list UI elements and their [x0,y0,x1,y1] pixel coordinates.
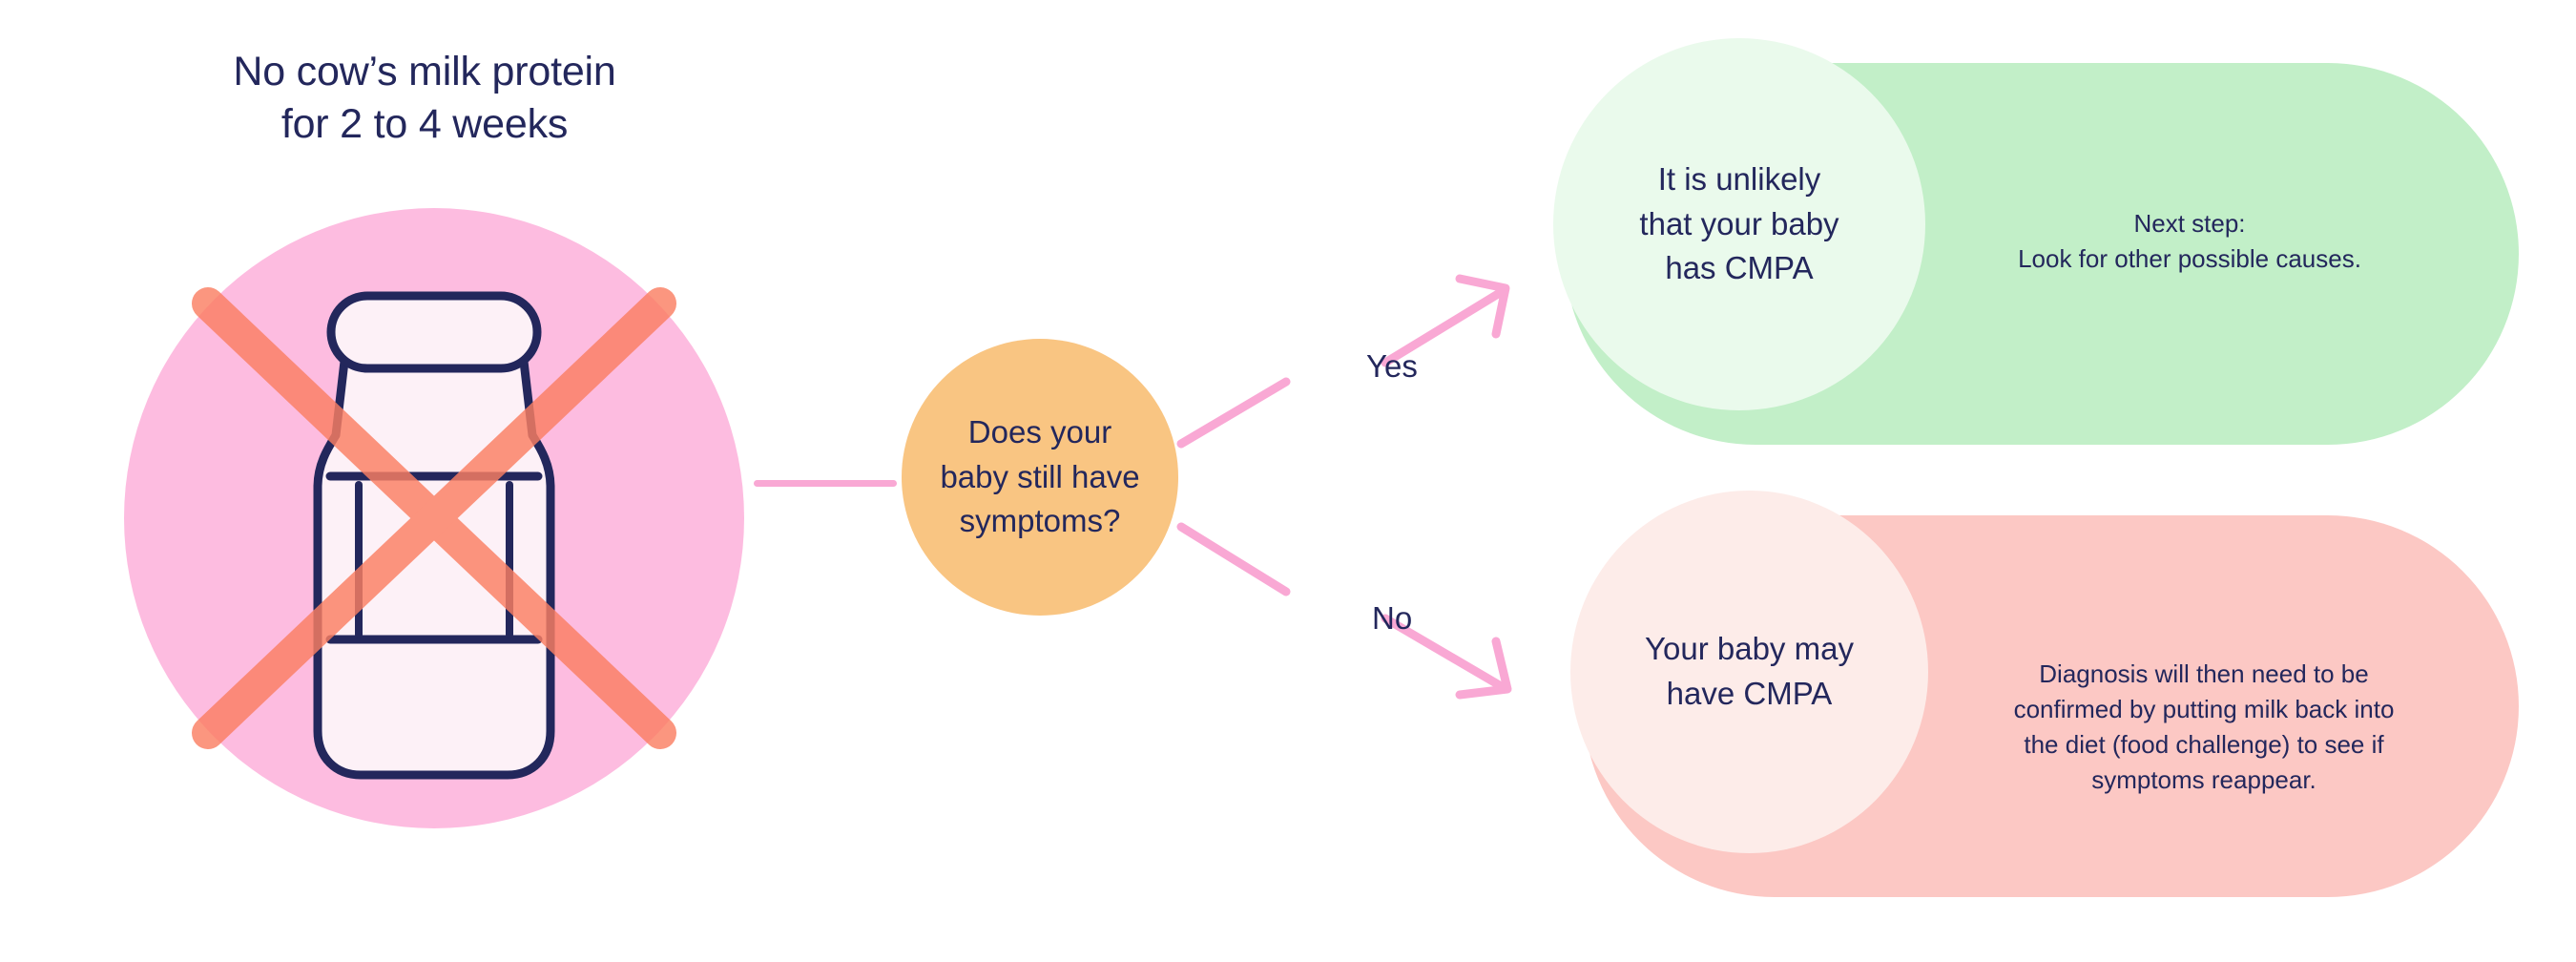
pink-body-line-4: symptoms reappear. [2091,764,2316,794]
branch-label-no: No [1372,600,1413,636]
pink-body-line-2: confirmed by putting milk back into [2013,694,2395,723]
outcome-bubble-pink-label: Your baby may have CMPA [1622,627,1877,717]
pink-bubble-line-2: have CMPA [1666,676,1833,711]
branch-arrows [1176,274,1512,700]
decision-line-1: Does your [967,413,1112,450]
no-milk-bottle-icon [192,287,676,780]
outcome-bubble-green-label: It is unlikely that your baby has CMPA [1616,157,1861,292]
connector-start-to-decision [754,480,897,487]
decision-line-2: baby still have [940,458,1140,494]
decision-line-3: symptoms? [959,503,1121,539]
pink-body-line-1: Diagnosis will then need to be [2039,659,2369,688]
cross-out-mark [192,287,676,749]
outcome-card-unlikely-cmpa: It is unlikely that your baby has CMPA N… [1553,38,2519,445]
pink-bubble-line-1: Your baby may [1645,631,1854,667]
outcome-card-may-have-cmpa: Your baby may have CMPA Diagnosis will t… [1570,491,2519,897]
start-heading-line-2: for 2 to 4 weeks [280,101,569,148]
start-heading-line-1: No cow’s milk protein [233,49,616,94]
start-step-heading: No cow’s milk protein for 2 to 4 weeks [181,46,668,151]
decision-node-symptoms: Does your baby still have symptoms? [902,339,1178,616]
pink-body-line-3: the diet (food challenge) to see if [2024,729,2384,759]
outcome-pink-body: Diagnosis will then need to be confirmed… [1937,657,2471,798]
green-body-line-1: Next step: [2133,209,2246,238]
green-bubble-line-2: that your baby [1639,205,1839,241]
branch-arrow-no [1176,522,1512,700]
branch-label-yes: Yes [1366,348,1418,384]
green-body-line-2: Look for other possible causes. [2018,243,2361,273]
green-bubble-line-1: It is unlikely [1657,160,1821,197]
branch-arrow-yes [1176,274,1510,449]
decision-node-label: Does your baby still have symptoms? [923,410,1156,545]
outcome-bubble-pink: Your baby may have CMPA [1570,491,1928,853]
green-bubble-line-3: has CMPA [1665,250,1814,286]
outcome-bubble-green: It is unlikely that your baby has CMPA [1553,38,1925,410]
outcome-green-body: Next step: Look for other possible cause… [1922,206,2457,277]
no-milk-circle [124,208,744,828]
